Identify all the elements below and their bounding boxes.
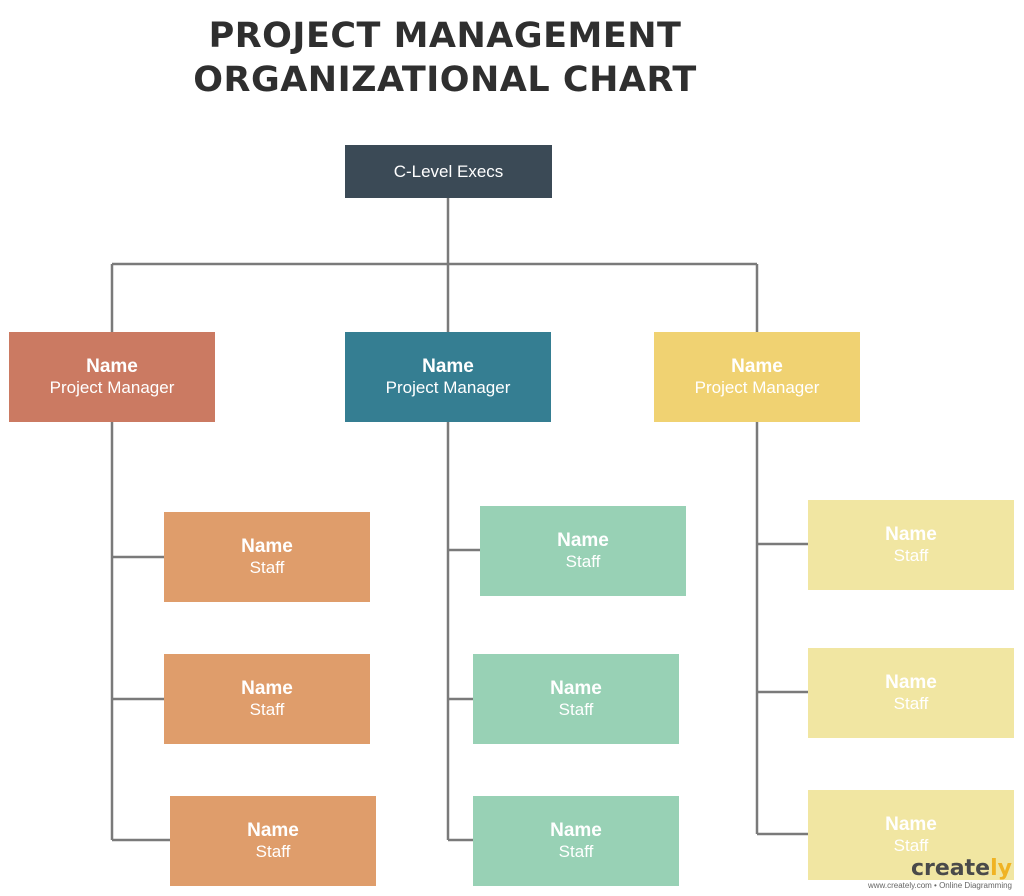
- staff-name: Name: [885, 524, 937, 545]
- manager-box-1: Name Project Manager: [9, 332, 215, 422]
- staff-name: Name: [557, 530, 609, 551]
- staff-box-1-3: Name Staff: [170, 796, 376, 886]
- manager-role: Project Manager: [49, 378, 175, 397]
- staff-box-3-2: Name Staff: [808, 648, 1014, 738]
- staff-role: Staff: [249, 558, 285, 577]
- creately-logo: creately: [868, 857, 1012, 881]
- staff-box-2-2: Name Staff: [473, 654, 679, 744]
- staff-box-3-3: Name Staff: [808, 790, 1014, 880]
- manager-name: Name: [422, 356, 474, 377]
- logo-main-text: create: [911, 856, 991, 881]
- staff-name: Name: [241, 536, 293, 557]
- chart-title-line-2: ORGANIZATIONAL CHART: [193, 60, 697, 100]
- staff-role: Staff: [893, 694, 929, 713]
- staff-role: Staff: [249, 700, 285, 719]
- manager-role: Project Manager: [385, 378, 511, 397]
- manager-name: Name: [86, 356, 138, 377]
- staff-name: Name: [885, 814, 937, 835]
- manager-box-3: Name Project Manager: [654, 332, 860, 422]
- staff-box-1-2: Name Staff: [164, 654, 370, 744]
- chart-title-line-1: PROJECT MANAGEMENT: [208, 16, 682, 56]
- staff-name: Name: [247, 820, 299, 841]
- staff-name: Name: [241, 678, 293, 699]
- logo-accent-text: ly: [990, 856, 1012, 881]
- manager-name: Name: [731, 356, 783, 377]
- creately-watermark: creately www.creately.com • Online Diagr…: [867, 857, 1012, 891]
- staff-role: Staff: [558, 700, 594, 719]
- exec-box: C-Level Execs: [345, 145, 552, 198]
- staff-name: Name: [550, 820, 602, 841]
- staff-role: Staff: [255, 842, 291, 861]
- staff-name: Name: [550, 678, 602, 699]
- staff-box-3-1: Name Staff: [808, 500, 1014, 590]
- staff-box-2-3: Name Staff: [473, 796, 679, 886]
- manager-role: Project Manager: [694, 378, 820, 397]
- exec-label: C-Level Execs: [393, 161, 504, 181]
- staff-box-2-1: Name Staff: [480, 506, 686, 596]
- staff-box-1-1: Name Staff: [164, 512, 370, 602]
- staff-role: Staff: [558, 842, 594, 861]
- creately-tagline: www.creately.com • Online Diagramming: [867, 881, 1012, 890]
- manager-box-2: Name Project Manager: [345, 332, 551, 422]
- staff-name: Name: [885, 672, 937, 693]
- staff-role: Staff: [893, 836, 929, 855]
- staff-role: Staff: [893, 546, 929, 565]
- chart-title: PROJECT MANAGEMENT ORGANIZATIONAL CHART: [0, 14, 890, 102]
- staff-role: Staff: [565, 552, 601, 571]
